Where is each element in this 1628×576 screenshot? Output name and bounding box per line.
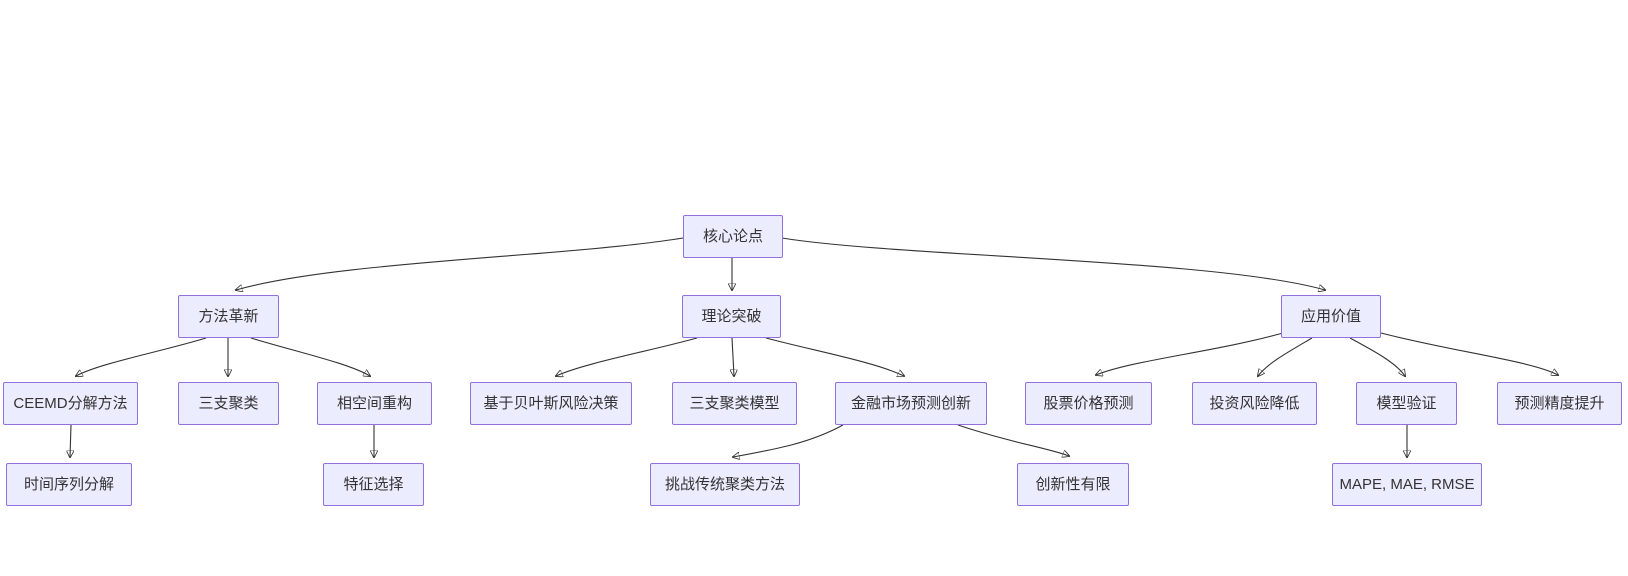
edge-application-to-model bbox=[1349, 337, 1405, 376]
node-theory-breakthrough: 理论突破 bbox=[682, 295, 781, 338]
node-bayesian-risk-decision: 基于贝叶斯风险决策 bbox=[470, 382, 632, 425]
edge-application-to-accuracy bbox=[1380, 332, 1558, 375]
edge-theory-to-bayes bbox=[556, 337, 698, 376]
node-forecast-accuracy-improvement-label: 预测精度提升 bbox=[1514, 395, 1605, 412]
node-challenge-traditional-clustering: 挑战传统聚类方法 bbox=[650, 463, 800, 506]
edge-method-to-phase bbox=[250, 337, 370, 376]
edge-application-to-stock bbox=[1096, 332, 1284, 375]
node-method-innovation-label: 方法革新 bbox=[198, 308, 259, 325]
edge-theory-to-finmarket bbox=[765, 337, 904, 376]
node-financial-market-forecast-innovation-label: 金融市场预测创新 bbox=[850, 395, 971, 412]
edge-ceemd-to-timeseries bbox=[70, 424, 71, 457]
node-limited-novelty-label: 创新性有限 bbox=[1035, 476, 1111, 493]
node-ceemd-decomposition: CEEMD分解方法 bbox=[3, 382, 138, 425]
node-three-way-clustering: 三支聚类 bbox=[178, 382, 279, 425]
node-application-value-label: 应用价值 bbox=[1300, 308, 1361, 325]
edge-application-to-investment bbox=[1258, 337, 1313, 376]
node-method-innovation: 方法革新 bbox=[178, 295, 279, 338]
node-mape-mae-rmse: MAPE, MAE, RMSE bbox=[1332, 463, 1482, 506]
node-three-way-clustering-model-label: 三支聚类模型 bbox=[689, 395, 780, 412]
node-forecast-accuracy-improvement: 预测精度提升 bbox=[1497, 382, 1622, 425]
edge-core-to-method bbox=[236, 237, 684, 290]
node-core-thesis: 核心论点 bbox=[683, 215, 783, 258]
node-ceemd-decomposition-label: CEEMD分解方法 bbox=[13, 395, 128, 412]
node-phase-space-reconstruction: 相空间重构 bbox=[317, 382, 432, 425]
node-model-validation: 模型验证 bbox=[1356, 382, 1457, 425]
node-stock-price-prediction-label: 股票价格预测 bbox=[1043, 395, 1134, 412]
node-feature-selection: 特征选择 bbox=[323, 463, 424, 506]
edge-theory-to-twc-model bbox=[732, 337, 734, 376]
edge-finmarket-to-limited bbox=[957, 424, 1069, 456]
node-theory-breakthrough-label: 理论突破 bbox=[701, 308, 762, 325]
node-three-way-clustering-label: 三支聚类 bbox=[198, 395, 259, 412]
node-feature-selection-label: 特征选择 bbox=[343, 476, 404, 493]
node-three-way-clustering-model: 三支聚类模型 bbox=[672, 382, 797, 425]
node-bayesian-risk-decision-label: 基于贝叶斯风险决策 bbox=[483, 395, 619, 412]
node-mape-mae-rmse-label: MAPE, MAE, RMSE bbox=[1339, 476, 1475, 493]
node-financial-market-forecast-innovation: 金融市场预测创新 bbox=[835, 382, 987, 425]
node-time-series-decomposition: 时间序列分解 bbox=[6, 463, 132, 506]
node-stock-price-prediction: 股票价格预测 bbox=[1025, 382, 1152, 425]
node-investment-risk-reduction: 投资风险降低 bbox=[1192, 382, 1317, 425]
node-challenge-traditional-clustering-label: 挑战传统聚类方法 bbox=[664, 476, 785, 493]
node-limited-novelty: 创新性有限 bbox=[1017, 463, 1129, 506]
edge-finmarket-to-challenge bbox=[733, 424, 844, 457]
node-phase-space-reconstruction-label: 相空间重构 bbox=[336, 395, 412, 412]
node-investment-risk-reduction-label: 投资风险降低 bbox=[1209, 395, 1300, 412]
node-time-series-decomposition-label: 时间序列分解 bbox=[23, 476, 114, 493]
edge-method-to-ceemd bbox=[76, 337, 207, 376]
node-core-thesis-label: 核心论点 bbox=[702, 228, 763, 245]
node-application-value: 应用价值 bbox=[1281, 295, 1381, 338]
edge-core-to-application bbox=[781, 237, 1325, 290]
node-model-validation-label: 模型验证 bbox=[1376, 395, 1437, 412]
